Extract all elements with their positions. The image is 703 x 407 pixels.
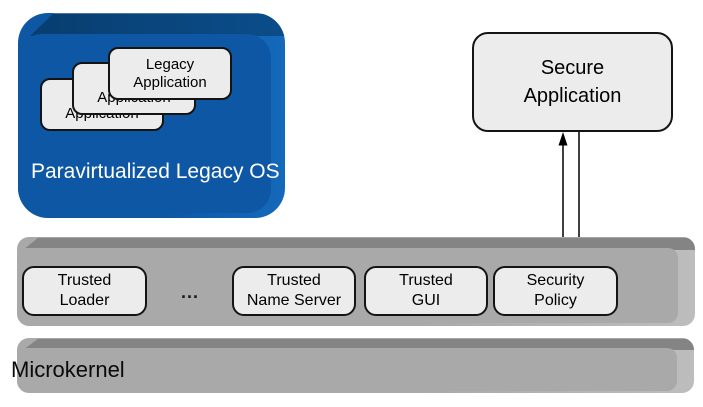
- microkernel-label: Microkernel: [11, 357, 125, 382]
- legacy-os-label: Paravirtualized Legacy OS: [31, 160, 280, 183]
- service-label-line2: Loader: [59, 292, 110, 309]
- services-ellipsis: ...: [180, 282, 199, 302]
- microkernel-bar: [17, 338, 694, 393]
- legacy-os-top-bevel: [30, 13, 285, 36]
- legacy-app-label-line1: Legacy: [145, 55, 195, 73]
- service-label-line1: Trusted: [267, 272, 321, 289]
- microkernel-face: [17, 348, 677, 391]
- secure-application-label-line2: Application: [523, 85, 622, 107]
- service-label-line1: Trusted: [57, 272, 112, 289]
- service-label-line1: Security: [526, 272, 585, 289]
- secure-application-label-line1: Secure: [540, 57, 605, 79]
- service-box-trusted-name-server: Trusted Name Server: [232, 266, 356, 316]
- services-bar-top-bevel: [23, 237, 695, 250]
- microkernel-top-bevel: [23, 338, 694, 350]
- service-box-security-policy: Security Policy: [493, 266, 618, 316]
- service-box-trusted-gui: Trusted GUI: [364, 266, 488, 316]
- secure-application-box: Secure Application: [472, 32, 673, 132]
- service-box-trusted-loader: Trusted Loader: [22, 266, 147, 316]
- legacy-app-label-line2: Application: [133, 73, 207, 91]
- service-label-line2: Policy: [534, 292, 577, 309]
- service-label-line1: Trusted: [399, 272, 453, 289]
- service-label-line2: Name Server: [246, 292, 342, 309]
- service-label-line2: GUI: [411, 292, 441, 309]
- legacy-app-box-front: Legacy Application: [108, 47, 232, 100]
